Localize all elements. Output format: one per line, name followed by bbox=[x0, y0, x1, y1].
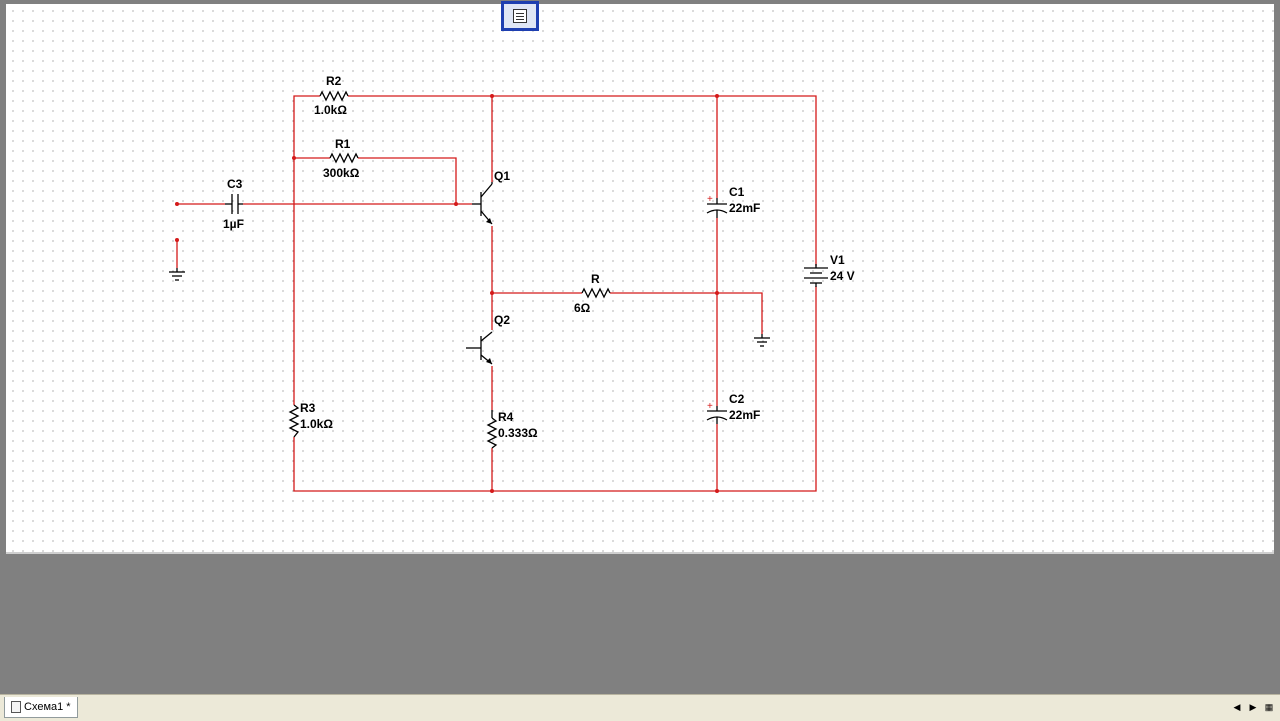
c2-value-label: 22mF bbox=[729, 408, 760, 422]
wires[interactable] bbox=[176, 95, 817, 492]
capacitor-c3[interactable]: C3 1µF bbox=[223, 177, 244, 231]
r-ref-label: R bbox=[591, 272, 600, 286]
description-box-button[interactable] bbox=[501, 1, 539, 31]
c3-ref-label: C3 bbox=[227, 177, 243, 191]
tab-navigation: ◀ ▶ ▦ bbox=[1230, 700, 1276, 714]
battery-v1[interactable]: V1 24 V bbox=[804, 253, 855, 287]
tile-windows-icon[interactable]: ▦ bbox=[1264, 702, 1274, 712]
r2-ref-label: R2 bbox=[326, 74, 342, 88]
q2-ref-label: Q2 bbox=[494, 313, 510, 327]
resistor-r3[interactable]: R3 1.0kΩ bbox=[288, 401, 333, 438]
r3-value-label: 1.0kΩ bbox=[300, 417, 333, 431]
q1-ref-label: Q1 bbox=[494, 169, 510, 183]
ground-symbol-input[interactable] bbox=[169, 268, 185, 281]
document-tab-label: Схема1 * bbox=[24, 701, 71, 713]
r1-ref-label: R1 bbox=[335, 137, 351, 151]
c2-polarity-mark: + bbox=[707, 401, 713, 412]
junction-dots bbox=[175, 94, 719, 493]
document-tab-bar: Схема1 * ◀ ▶ ▦ bbox=[0, 694, 1280, 721]
r4-ref-label: R4 bbox=[498, 410, 514, 424]
c1-ref-label: C1 bbox=[729, 185, 745, 199]
v1-ref-label: V1 bbox=[830, 253, 845, 267]
c1-polarity-mark: + bbox=[707, 194, 713, 205]
schematic-document-icon bbox=[11, 701, 21, 713]
r3-ref-label: R3 bbox=[300, 401, 316, 415]
c2-ref-label: C2 bbox=[729, 392, 745, 406]
r4-value-label: 0.333Ω bbox=[498, 426, 538, 440]
transistor-q2[interactable]: Q2 bbox=[466, 313, 510, 365]
capacitor-c2[interactable]: + C2 22mF bbox=[706, 392, 760, 424]
r-value-label: 6Ω bbox=[574, 301, 591, 315]
v1-value-label: 24 V bbox=[830, 269, 855, 283]
resistor-r4[interactable]: R4 0.333Ω bbox=[486, 410, 538, 449]
transistor-q1[interactable]: Q1 bbox=[472, 169, 510, 225]
document-tab[interactable]: Схема1 * bbox=[4, 697, 78, 718]
r1-value-label: 300kΩ bbox=[323, 166, 360, 180]
scroll-left-icon[interactable]: ◀ bbox=[1233, 702, 1241, 712]
capacitor-c1[interactable]: + C1 22mF bbox=[706, 185, 760, 218]
resistor-r1[interactable]: R1 300kΩ bbox=[323, 137, 360, 180]
description-box-icon bbox=[513, 9, 527, 23]
scroll-right-icon[interactable]: ▶ bbox=[1249, 702, 1257, 712]
c3-value-label: 1µF bbox=[223, 217, 244, 231]
r2-value-label: 1.0kΩ bbox=[314, 103, 347, 117]
resistor-r2[interactable]: R2 1.0kΩ bbox=[314, 74, 349, 117]
ground-symbol-output[interactable] bbox=[754, 334, 770, 347]
resistor-r[interactable]: R 6Ω bbox=[574, 272, 611, 315]
c1-value-label: 22mF bbox=[729, 201, 760, 215]
